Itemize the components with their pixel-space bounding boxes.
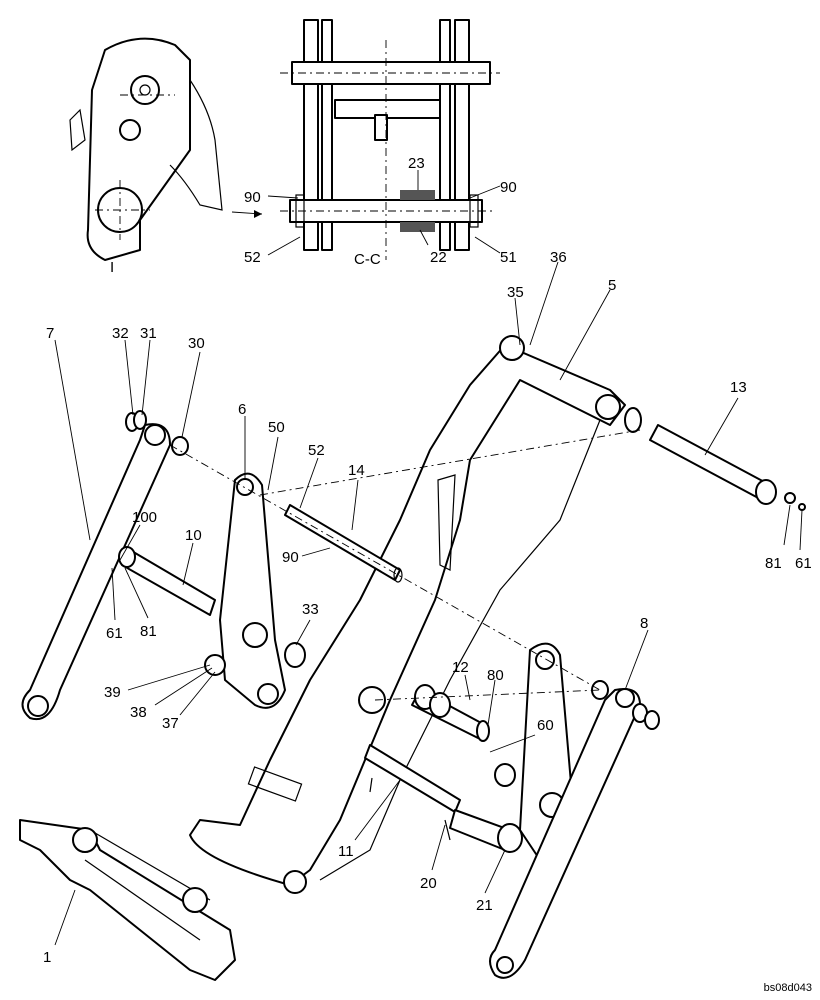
callout-90-top-right: 90 [500,179,517,196]
callout-22: 22 [430,249,447,266]
callout-10: 10 [185,527,202,544]
callout-32: 32 [112,325,129,342]
side-view-detail [69,37,223,261]
callout-60: 60 [537,717,554,734]
callout-35: 35 [507,284,524,301]
pin-14 [284,504,403,583]
link-right [489,680,660,979]
callout-81-left: 81 [140,623,157,640]
callout-I: I [110,259,114,276]
callout-20: 20 [420,875,437,892]
callout-31: 31 [140,325,157,342]
callout-36: 36 [550,249,567,266]
callout-90-mid: 90 [282,549,299,566]
pin-13 [624,407,806,511]
callout-52-mid: 52 [308,442,325,459]
leader-lines [54,170,803,946]
callout-50: 50 [268,419,285,436]
callout-37: 37 [162,715,179,732]
callout-30: 30 [188,335,205,352]
callouts: 90 23 90 52 22 51 36 35 5 13 81 61 7 32 … [43,155,812,966]
lift-arm [189,335,626,894]
callout-33: 33 [302,601,319,618]
callout-12: 12 [452,659,469,676]
section-label: C-C [354,251,381,268]
callout-52-top: 52 [244,249,261,266]
callout-61-right: 61 [795,555,812,572]
drawing-reference: bs08d043 [763,982,812,994]
callout-1: 1 [43,949,51,966]
callout-14: 14 [348,462,365,479]
bracket [204,472,306,709]
callout-6: 6 [238,401,246,418]
callout-13: 13 [730,379,747,396]
callout-21: 21 [476,897,493,914]
callout-90-top-left: 90 [244,189,261,206]
callout-51: 51 [500,249,517,266]
callout-81-right: 81 [765,555,782,572]
callout-5: 5 [608,277,616,294]
callout-38: 38 [130,704,147,721]
pin-10 [118,546,216,616]
callout-23: 23 [408,155,425,172]
callout-39: 39 [104,684,121,701]
section-view-c-c [231,19,500,260]
callout-8: 8 [640,615,648,632]
callout-7: 7 [46,325,54,342]
callout-80: 80 [487,667,504,684]
link-left [21,410,189,721]
pin-21 [444,809,523,853]
axle-assembly [19,819,236,981]
callout-100: 100 [132,509,157,526]
callout-61-left: 61 [106,625,123,642]
callout-11: 11 [338,843,354,860]
